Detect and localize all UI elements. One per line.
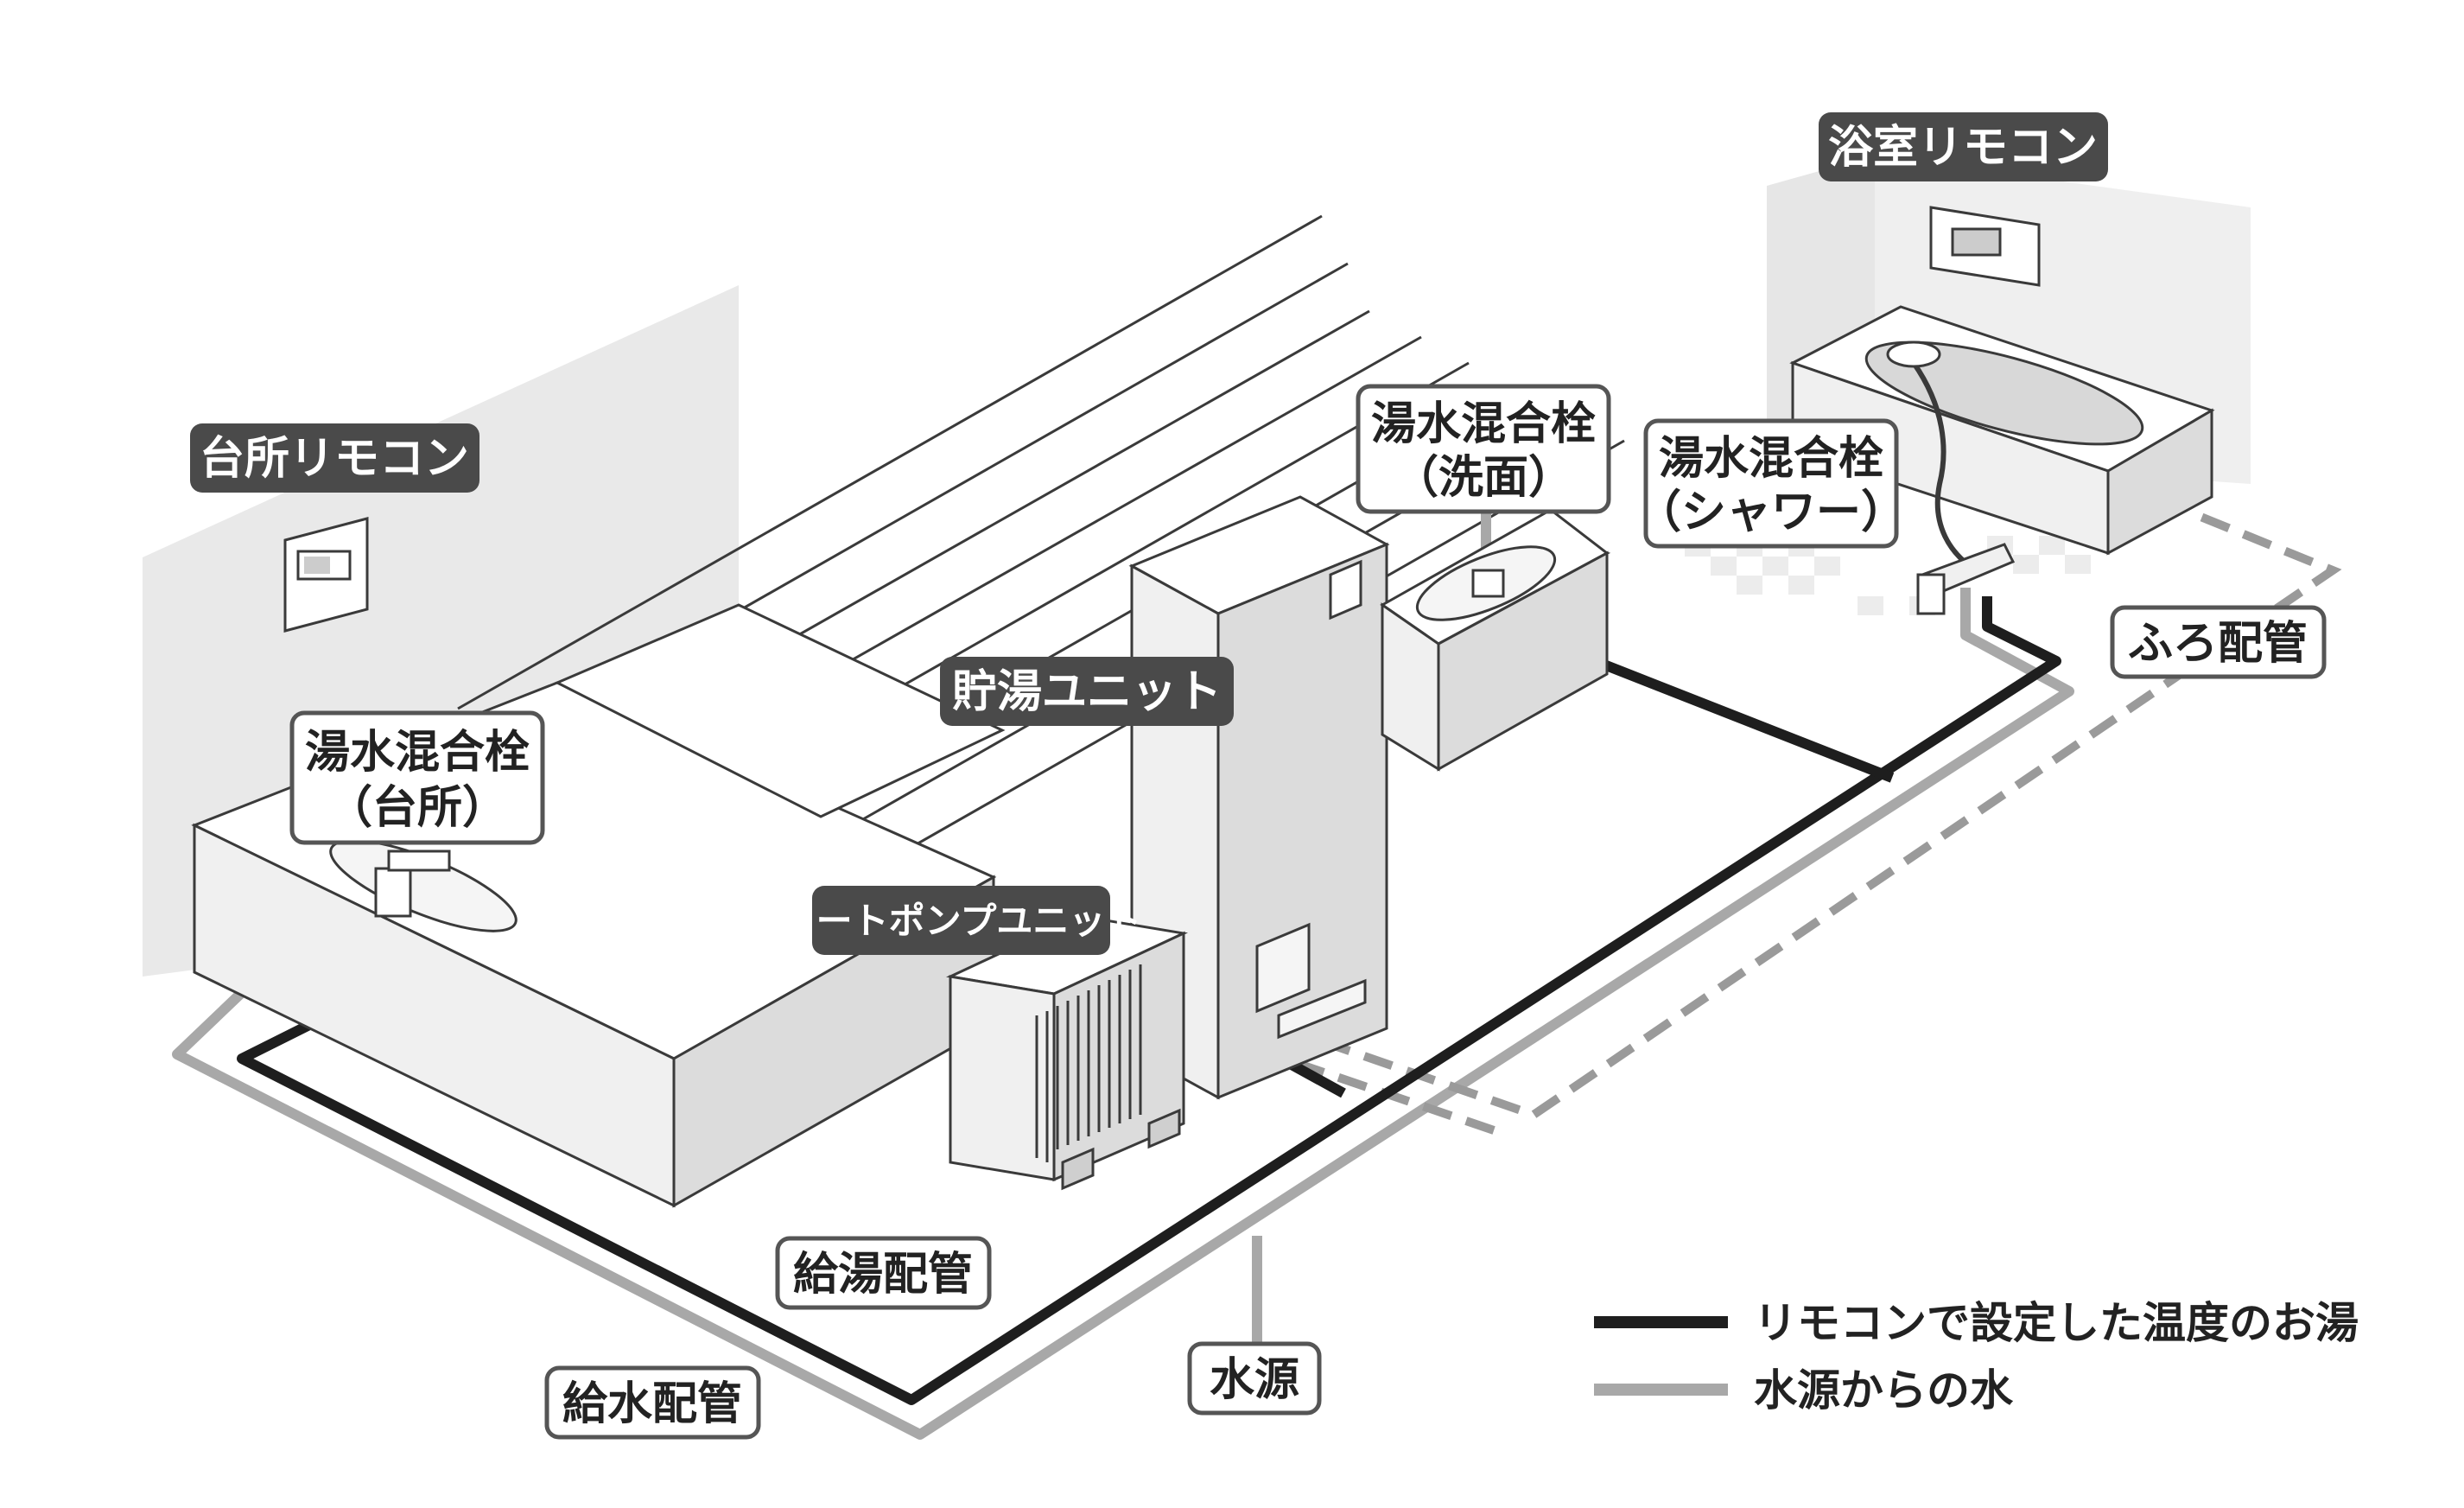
svg-text:湯水混合栓: 湯水混合栓: [305, 727, 530, 779]
bath-remote-device: [1929, 206, 2041, 287]
shower-mixer: [1886, 340, 2016, 615]
washbasin-unit: [1380, 508, 1611, 772]
shower-faucet-label: 湯水混合栓 （シャワー）: [1636, 418, 1906, 549]
hot-water-piping-label: 給湯配管: [775, 1236, 992, 1310]
cold-water-piping-label: 給水配管: [544, 1365, 761, 1440]
water-source-label: 水源: [1187, 1341, 1322, 1416]
washbasin-faucet-label: 湯水混合栓 （洗面）: [1356, 384, 1611, 514]
kitchen-remote-label: 台所リモコン: [190, 423, 479, 493]
svg-text:ヒートポンプユニット: ヒートポンプユニット: [780, 900, 1142, 942]
svg-text:浴室リモコン: 浴室リモコン: [1828, 122, 2098, 174]
svg-text:湯水混合栓: 湯水混合栓: [1371, 398, 1596, 450]
kitchen-remote-device: [283, 517, 369, 633]
kitchen-faucet-label: 湯水混合栓 （台所）: [289, 710, 545, 845]
svg-text:貯湯ユニット: 貯湯ユニット: [952, 666, 1222, 718]
bath-remote-label: 浴室リモコン: [1819, 112, 2108, 181]
svg-text:ふろ配管: ふろ配管: [2128, 618, 2308, 670]
legend: リモコンで設定した温度のお湯 水源からの水: [1594, 1298, 2359, 1416]
heat-pump-label: ヒートポンプユニット: [780, 886, 1142, 955]
bath-piping-label: ふろ配管: [2110, 605, 2327, 679]
svg-text:給水配管: 給水配管: [562, 1378, 742, 1430]
svg-text:台所リモコン: 台所リモコン: [200, 433, 469, 485]
svg-text:（洗面）: （洗面）: [1394, 452, 1573, 504]
svg-text:水源: 水源: [1210, 1354, 1299, 1406]
bath-pipe: [1294, 510, 2342, 1136]
svg-text:湯水混合栓: 湯水混合栓: [1659, 433, 1883, 485]
svg-text:（台所）: （台所）: [327, 782, 507, 834]
legend-hot-label: リモコンで設定した温度のお湯: [1754, 1298, 2359, 1348]
svg-text:（シャワー）: （シャワー）: [1636, 487, 1906, 538]
kitchen-sink: [329, 839, 518, 932]
storage-unit-label: 貯湯ユニット: [940, 657, 1234, 726]
legend-cold-label: 水源からの水: [1754, 1365, 2014, 1416]
svg-text:給湯配管: 給湯配管: [793, 1249, 973, 1301]
